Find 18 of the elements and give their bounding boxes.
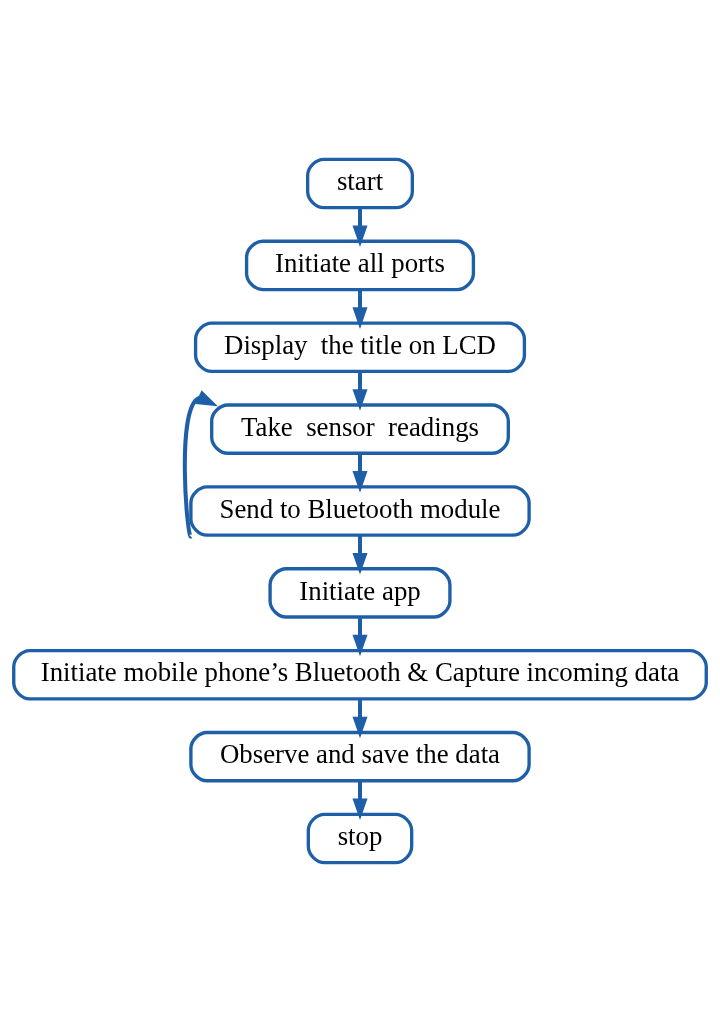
node-box: stop: [306, 812, 414, 864]
arrow: [352, 698, 368, 738]
arrow: [352, 452, 368, 493]
arrow: [352, 534, 368, 574]
arrow: [352, 289, 368, 329]
node-box: Take sensor readings: [210, 402, 510, 455]
node-box: Initiate all ports: [244, 239, 476, 291]
node-box: Initiate mobile phone’s Bluetooth & Capture incoming data: [12, 648, 708, 701]
arrow: [352, 780, 368, 820]
node-box: Observe and save the data: [189, 730, 531, 782]
node-box: Display the title on LCD: [193, 320, 527, 373]
arrow: [352, 207, 368, 247]
arrow: [352, 371, 368, 411]
arrow: [352, 616, 368, 656]
node-box: Send to Bluetooth module: [189, 484, 531, 537]
arrow: [182, 389, 218, 537]
node-box: Initiate app: [268, 566, 452, 619]
node-box: start: [306, 157, 414, 209]
